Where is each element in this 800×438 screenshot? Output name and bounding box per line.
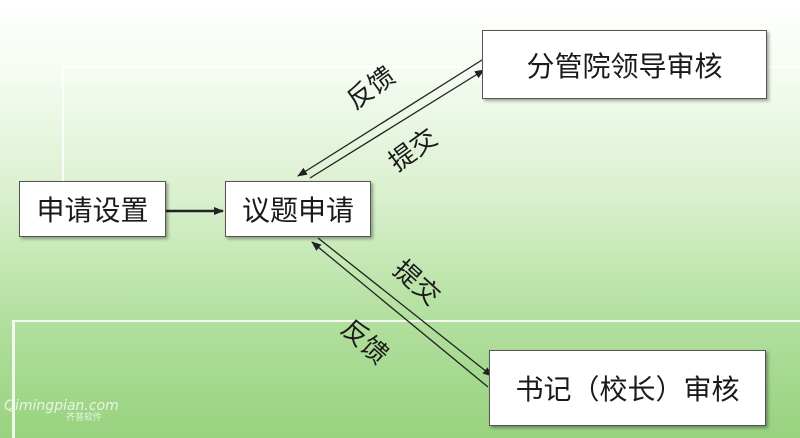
node-topic-application: 议题申请: [225, 181, 371, 237]
arrow-upper-submit: [309, 69, 485, 179]
arrow-lower-submit: [317, 237, 493, 377]
decor-line-mid: [12, 320, 800, 322]
node-secretary-review: 书记（校长）审核: [489, 350, 766, 426]
decor-line-left2: [12, 320, 15, 438]
node-leader-review: 分管院领导审核: [482, 30, 767, 99]
arrow-lower-feedback: [311, 241, 489, 388]
watermark-logo: Qimingpian.com 齐普软件: [4, 398, 119, 423]
decor-line-top: [62, 66, 800, 68]
arrow-upper-feedback: [297, 59, 483, 177]
decor-line-left: [62, 66, 64, 186]
node-apply-settings: 申请设置: [19, 181, 166, 237]
